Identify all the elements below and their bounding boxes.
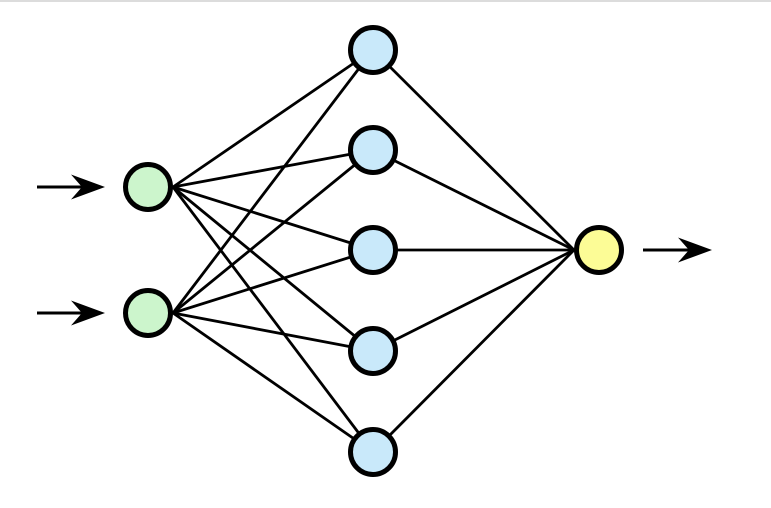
edge-input1-hidden4 bbox=[172, 185, 374, 353]
edge-input2-hidden4 bbox=[172, 311, 374, 353]
edge-input1-hidden3 bbox=[172, 185, 374, 252]
edge-input1-hidden2 bbox=[172, 148, 374, 189]
output-arrow-1-head-icon bbox=[678, 237, 712, 263]
edge-hidden5-output1 bbox=[372, 249, 575, 453]
edge-input2-hidden3 bbox=[172, 248, 374, 315]
edge-input2-hidden5 bbox=[172, 311, 374, 454]
edge-input1-hidden5 bbox=[171, 186, 375, 453]
hidden-node-3 bbox=[348, 225, 398, 275]
hidden-node-4 bbox=[348, 326, 398, 376]
edge-hidden4-output1 bbox=[372, 248, 575, 353]
edge-input1-hidden1 bbox=[172, 48, 374, 189]
edge-input2-hidden1 bbox=[171, 49, 375, 314]
input-arrow-1-head-icon bbox=[71, 174, 105, 200]
edge-hidden2-output1 bbox=[372, 148, 575, 252]
edge-input2-hidden2 bbox=[172, 148, 374, 315]
hidden-node-1 bbox=[348, 25, 398, 75]
top-border-line bbox=[0, 0, 771, 2]
edge-hidden1-output1 bbox=[372, 49, 575, 251]
input-node-1 bbox=[123, 162, 173, 212]
hidden-node-5 bbox=[348, 427, 398, 477]
input-arrow-2-head-icon bbox=[71, 300, 105, 326]
hidden-node-2 bbox=[348, 125, 398, 175]
input-node-2 bbox=[123, 288, 173, 338]
output-node-1 bbox=[574, 225, 624, 275]
